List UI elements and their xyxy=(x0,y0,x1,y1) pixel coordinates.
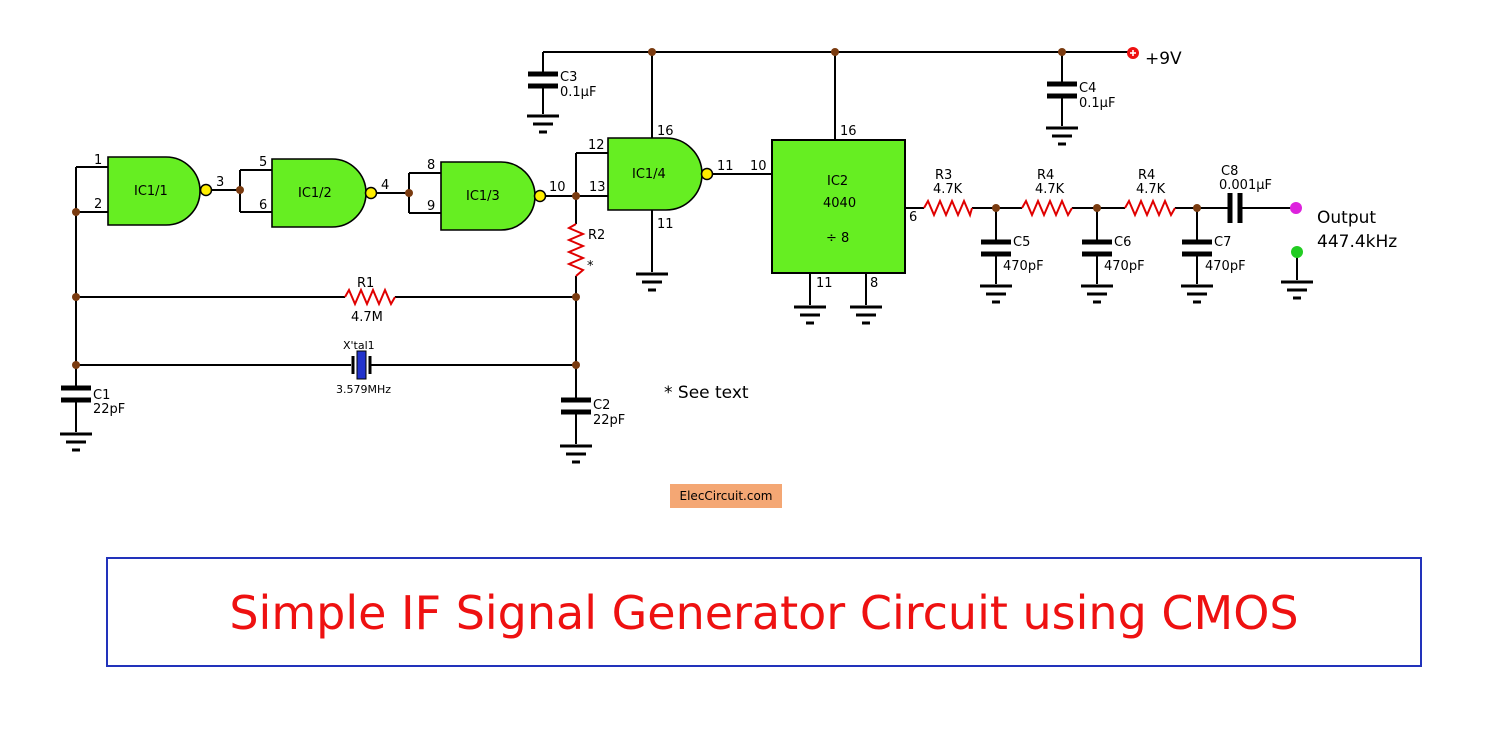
capacitor-c6 xyxy=(1081,239,1113,304)
r2-name: R2 xyxy=(588,228,605,243)
gate-ic1-1 xyxy=(107,156,213,226)
r4a-value: 4.7K xyxy=(1035,182,1065,197)
pin-4: 4 xyxy=(381,178,389,193)
gate-ic1-2 xyxy=(271,158,378,228)
ic2-pin-in: 10 xyxy=(750,159,767,174)
ic2-chip xyxy=(771,139,906,274)
gate-ic1-3 xyxy=(440,161,547,231)
r4a-name: R4 xyxy=(1037,168,1054,183)
c2-name: C2 xyxy=(593,398,610,413)
output-label: Output xyxy=(1317,208,1376,228)
wires xyxy=(75,51,1298,398)
r2-value: * xyxy=(587,259,594,274)
pin-11-gnd-ic1: 11 xyxy=(657,217,674,232)
gate-ic1-1-name: IC1/1 xyxy=(134,184,168,199)
pin-12: 12 xyxy=(588,138,605,153)
xtal-value: 3.579MHz xyxy=(336,383,391,396)
ground-ic1-4 xyxy=(636,272,668,292)
supply-label: +9V xyxy=(1145,49,1182,69)
supply-terminal xyxy=(1127,47,1139,59)
capacitors xyxy=(60,71,1243,464)
c2-value: 22pF xyxy=(593,413,625,428)
resistor-r4b xyxy=(1124,198,1176,218)
ic2-pin-gnd1: 11 xyxy=(816,276,833,291)
crystal-xtal1 xyxy=(351,350,372,380)
gate-ic1-4 xyxy=(607,137,714,211)
output-ground-terminal xyxy=(1291,246,1303,258)
pin-9: 9 xyxy=(427,199,435,214)
pin-11-out: 11 xyxy=(717,159,734,174)
page-title: Simple IF Signal Generator Circuit using… xyxy=(229,586,1299,640)
c5-value: 470pF xyxy=(1003,259,1044,274)
gate-ic1-4-name: IC1/4 xyxy=(632,167,666,182)
c4-value: 0.1µF xyxy=(1079,96,1115,111)
c8-name: C8 xyxy=(1221,164,1238,179)
gate-ic1-2-name: IC1/2 xyxy=(298,186,332,201)
c7-value: 470pF xyxy=(1205,259,1246,274)
brand-label: ElecCircuit.com xyxy=(670,484,782,508)
resistor-r1 xyxy=(344,287,396,307)
ground-ic2-pin11 xyxy=(794,305,826,325)
see-text-note: * See text xyxy=(664,383,749,403)
c7-name: C7 xyxy=(1214,235,1231,250)
pin-3: 3 xyxy=(216,175,224,190)
labels: +9V IC1/1 IC1/2 IC1/3 IC1/4 1 2 3 5 6 4 … xyxy=(93,49,1397,428)
output-terminal xyxy=(1290,202,1302,214)
pin-10: 10 xyxy=(549,180,566,195)
pin-8: 8 xyxy=(427,158,435,173)
c4-name: C4 xyxy=(1079,81,1096,96)
resistors xyxy=(344,198,1176,307)
pin-6: 6 xyxy=(259,198,267,213)
c8-value: 0.001µF xyxy=(1219,178,1272,193)
c1-value: 22pF xyxy=(93,402,125,417)
r1-name: R1 xyxy=(357,276,374,291)
ic2-ratio: ÷ 8 xyxy=(826,231,849,246)
capacitor-c4 xyxy=(1046,81,1078,146)
ic2-pin-out: 6 xyxy=(909,210,917,225)
c5-name: C5 xyxy=(1013,235,1030,250)
resistor-r2 xyxy=(566,223,586,277)
c3-name: C3 xyxy=(560,70,577,85)
output-freq: 447.4kHz xyxy=(1317,232,1397,252)
c1-name: C1 xyxy=(93,388,110,403)
c6-value: 470pF xyxy=(1104,259,1145,274)
r4b-value: 4.7K xyxy=(1136,182,1166,197)
r4b-name: R4 xyxy=(1138,168,1155,183)
ic2-pin-vcc: 16 xyxy=(840,124,857,139)
resistor-r3 xyxy=(923,198,973,218)
ic2-pin-gnd2: 8 xyxy=(870,276,878,291)
gate-ic1-3-name: IC1/3 xyxy=(466,189,500,204)
pin-13: 13 xyxy=(589,180,606,195)
ground-ic2-pin8 xyxy=(850,305,882,325)
pin-16-ic1: 16 xyxy=(657,124,674,139)
capacitor-c3 xyxy=(527,71,559,134)
pin-1: 1 xyxy=(94,153,102,168)
resistor-r4a xyxy=(1021,198,1073,218)
junctions xyxy=(72,48,1201,369)
capacitor-c1 xyxy=(60,385,92,452)
ic2-part: 4040 xyxy=(823,196,856,211)
pin-2: 2 xyxy=(94,197,102,212)
ic2-name: IC2 xyxy=(827,174,848,189)
capacitor-c8 xyxy=(1227,193,1243,223)
xtal-name: X'tal1 xyxy=(343,339,375,352)
r3-name: R3 xyxy=(935,168,952,183)
c6-name: C6 xyxy=(1114,235,1131,250)
ground-symbols xyxy=(636,272,1313,325)
capacitor-c7 xyxy=(1181,239,1213,304)
capacitor-c2 xyxy=(560,397,592,464)
r3-value: 4.7K xyxy=(933,182,963,197)
title-box: Simple IF Signal Generator Circuit using… xyxy=(106,557,1422,667)
r1-value: 4.7M xyxy=(351,310,383,325)
pin-5: 5 xyxy=(259,155,267,170)
ground-output xyxy=(1281,280,1313,300)
capacitor-c5 xyxy=(980,239,1012,304)
c3-value: 0.1µF xyxy=(560,85,596,100)
